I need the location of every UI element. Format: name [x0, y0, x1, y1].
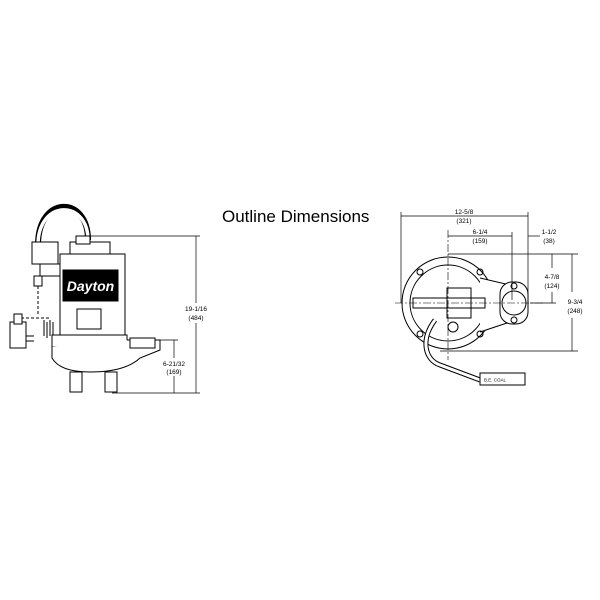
discharge-flange [129, 337, 156, 349]
overall-width-imperial: 12-5/8 [455, 209, 474, 216]
dimension-overall-height [88, 235, 200, 394]
discharge-depth-imperial: 4-7/8 [545, 274, 560, 281]
pump-top-view: B.E. COAL 12-5/8 (321) 6-1/4 (159) 1-1/2… [395, 209, 583, 386]
diagram-title: Outline Dimensions [222, 207, 370, 226]
dayton-logo: Dayton [67, 278, 114, 294]
dimension-discharge-height [155, 339, 178, 393]
cord-plug [479, 372, 526, 386]
overall-height-imperial: 19-1/16 [185, 306, 207, 313]
overall-height-metric: (484) [188, 315, 203, 322]
center-to-discharge-metric: (159) [472, 238, 487, 245]
discharge-offset-metric: (38) [543, 238, 555, 245]
discharge-height-metric: (169) [166, 369, 181, 376]
float-switch [31, 241, 59, 265]
piggyback-plug [9, 321, 27, 349]
pump-side-view: Dayton 19-1/16 (484) 6-21/32 (169) [9, 203, 207, 394]
plug-label: B.E. COAL [484, 378, 507, 383]
discharge-height-imperial: 6-21/32 [163, 361, 185, 368]
dimension-lines [400, 212, 578, 352]
overall-depth-imperial: 9-3/4 [568, 299, 583, 306]
overall-depth-metric: (248) [567, 308, 582, 315]
discharge-offset-imperial: 1-1/2 [542, 229, 557, 236]
dayton-logo-plate [62, 269, 119, 302]
discharge-depth-metric: (124) [544, 283, 559, 290]
center-to-discharge-imperial: 6-1/4 [473, 229, 488, 236]
overall-width-metric: (321) [456, 218, 471, 225]
